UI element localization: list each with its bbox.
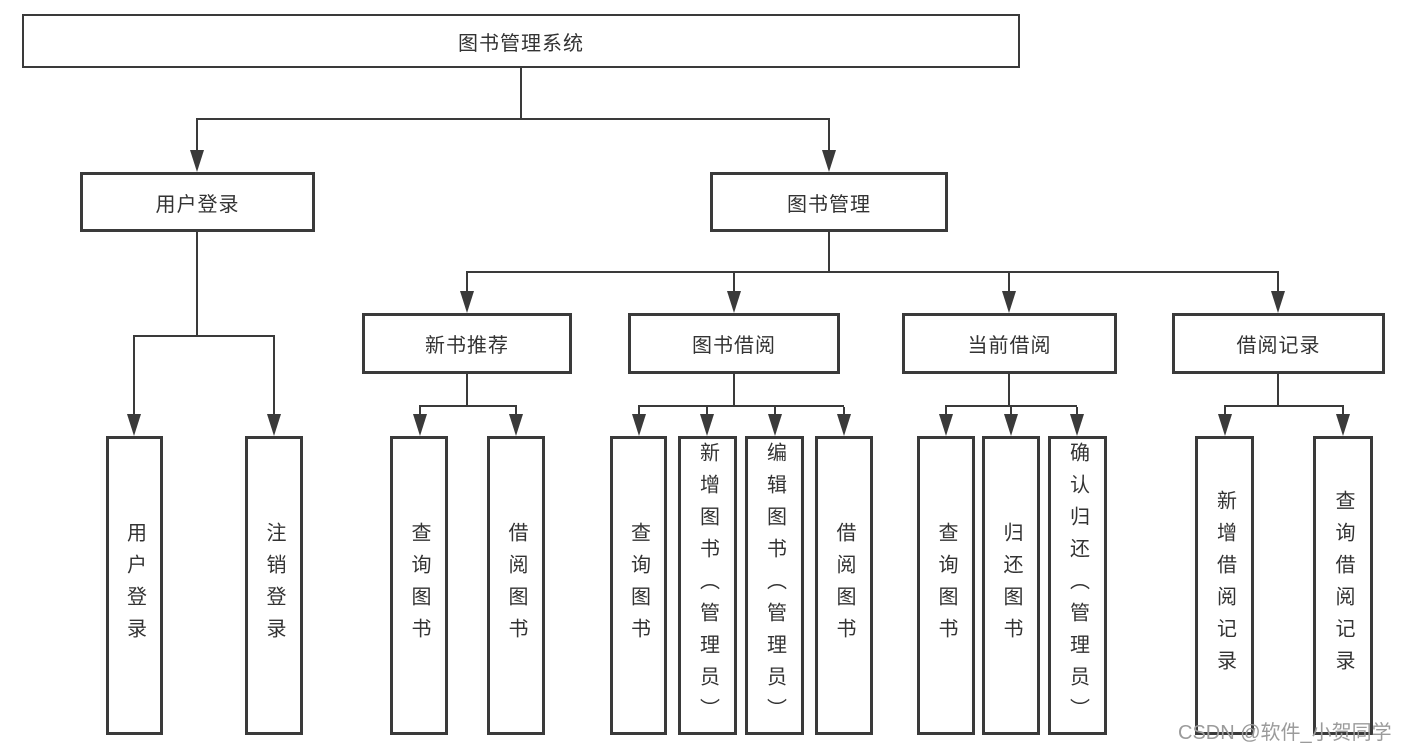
arrowhead-down-icon [1271,291,1285,313]
leaf-return-books: 归还图书 [982,436,1040,735]
connector-drop [843,407,845,414]
arrowhead-down-icon [632,414,646,436]
connector-user-login-stem [196,232,198,337]
arrowhead-down-icon [1070,414,1084,436]
connector-recommend-bus [419,405,517,407]
node-borrow-records-label: 借阅记录 [1236,335,1321,357]
arrowhead-down-icon [1002,291,1016,313]
connector-drop [1076,407,1078,414]
connector-drop-user-login [196,120,198,150]
connector-drop [1342,407,1344,414]
connector-drop [774,407,776,414]
connector-drop [733,273,735,291]
arrowhead-down-icon [190,150,204,172]
connector-records-stem [1277,374,1279,407]
leaf-label: 确认归还（管理员） [1066,441,1089,730]
leaf-add-borrow-record: 新增借阅记录 [1195,436,1254,735]
node-library-system-label: 图书管理系统 [458,32,584,55]
arrowhead-down-icon [413,414,427,436]
connector-drop [1008,273,1010,291]
connector-root-stem [520,68,522,120]
connector-drop-book-mgmt [828,120,830,150]
arrowhead-down-icon [1336,414,1350,436]
node-book-management: 图书管理 [710,172,948,232]
leaf-user-login: 用户登录 [106,436,163,735]
connector-drop [1010,407,1012,414]
leaf-label: 新增图书（管理员） [696,441,719,730]
leaf-label: 查询图书 [935,521,957,650]
leaf-label: 查询图书 [627,521,650,650]
leaf-query-books: 查询图书 [610,436,667,735]
arrowhead-down-icon [1218,414,1232,436]
connector-drop [1224,407,1226,414]
arrowhead-down-icon [127,414,141,436]
arrowhead-down-icon [700,414,714,436]
arrowhead-down-icon [1004,414,1018,436]
connector-borrowing-stem [733,374,735,407]
node-new-book-recommend-label: 新书推荐 [425,335,509,357]
connector-book-mgmt-bus [466,271,1279,273]
connector-recommend-stem [466,374,468,407]
leaf-label: 查询借阅记录 [1332,489,1354,682]
leaf-query-books: 查询图书 [390,436,448,735]
connector-user-login-bus [133,335,275,337]
arrowhead-down-icon [509,414,523,436]
connector-drop [273,337,275,414]
connector-drop [638,407,640,414]
leaf-query-borrow-record: 查询借阅记录 [1313,436,1373,735]
arrowhead-down-icon [727,291,741,313]
connector-drop [706,407,708,414]
connector-current-stem [1008,374,1010,407]
connector-drop [133,337,135,414]
arrowhead-down-icon [768,414,782,436]
arrowhead-down-icon [837,414,851,436]
connector-drop [945,407,947,414]
leaf-query-books: 查询图书 [917,436,975,735]
node-user-login: 用户登录 [80,172,315,232]
leaf-label: 查询图书 [408,521,430,650]
leaf-confirm-return-admin: 确认归还（管理员） [1048,436,1107,735]
arrowhead-down-icon [939,414,953,436]
leaf-label: 归还图书 [1000,521,1022,650]
node-book-management-label: 图书管理 [787,193,871,216]
leaf-label: 用户登录 [123,521,146,650]
leaf-borrow-books: 借阅图书 [487,436,545,735]
connector-drop [466,273,468,291]
node-library-system: 图书管理系统 [22,14,1020,68]
node-borrow-records: 借阅记录 [1172,313,1385,374]
connector-drop [515,407,517,414]
leaf-label: 注销登录 [263,521,285,650]
leaf-add-books-admin: 新增图书（管理员） [678,436,737,735]
connector-book-mgmt-stem [828,232,830,273]
node-book-borrowing-label: 图书借阅 [692,335,776,357]
leaf-logout: 注销登录 [245,436,303,735]
node-new-book-recommend: 新书推荐 [362,313,572,374]
leaf-edit-books-admin: 编辑图书（管理员） [745,436,804,735]
leaf-borrow-books: 借阅图书 [815,436,873,735]
connector-current-bus [945,405,1077,407]
leaf-label: 借阅图书 [833,521,855,650]
leaf-label: 编辑图书（管理员） [763,441,786,730]
leaf-label: 借阅图书 [505,521,527,650]
connector-borrowing-bus [638,405,844,407]
node-current-borrowing: 当前借阅 [902,313,1117,374]
leaf-label: 新增借阅记录 [1213,489,1236,682]
connector-drop [1277,273,1279,291]
node-current-borrowing-label: 当前借阅 [967,335,1052,357]
connector-records-bus [1224,405,1344,407]
arrowhead-down-icon [460,291,474,313]
csdn-watermark: CSDN @软件_小贺同学 [1178,722,1392,744]
connector-root-bus [196,118,830,120]
arrowhead-down-icon [822,150,836,172]
node-user-login-label: 用户登录 [155,193,240,216]
arrowhead-down-icon [267,414,281,436]
connector-drop [419,407,421,414]
node-book-borrowing: 图书借阅 [628,313,840,374]
